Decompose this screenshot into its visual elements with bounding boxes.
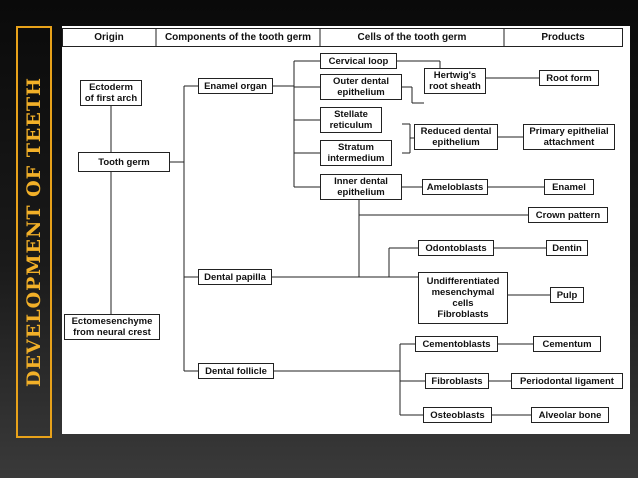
node-ectoderm: Ectoderm of first arch [80, 80, 142, 106]
header-origin: Origin [94, 32, 124, 43]
node-dentin: Dentin [546, 240, 588, 256]
node-dental-follicle: Dental follicle [198, 363, 274, 379]
node-periodontal-ligament: Periodontal ligament [511, 373, 623, 389]
node-enamel-organ: Enamel organ [198, 78, 273, 94]
node-ectomesenchyme: Ectomesenchyme from neural crest [64, 314, 160, 340]
node-stratum-intermedium: Stratum intermedium [320, 140, 392, 166]
node-pulp: Pulp [550, 287, 584, 303]
node-odontoblasts: Odontoblasts [418, 240, 494, 256]
node-fibroblasts: Fibroblasts [425, 373, 489, 389]
node-stellate-reticulum: Stellate reticulum [320, 107, 382, 133]
header-cells: Cells of the tooth germ [357, 32, 467, 43]
node-cervical-loop: Cervical loop [320, 53, 397, 69]
node-crown-pattern: Crown pattern [528, 207, 608, 223]
node-hertwigs-root-sheath: Hertwig's root sheath [424, 68, 486, 94]
connector-lines [62, 28, 623, 416]
node-tooth-germ: Tooth germ [78, 152, 170, 172]
node-root-form: Root form [539, 70, 599, 86]
side-title-frame: DEVELOPMENT OF TEETH [16, 26, 52, 438]
node-cementoblasts: Cementoblasts [415, 336, 498, 352]
node-inner-dental-epithelium: Inner dental epithelium [320, 174, 402, 200]
node-alveolar-bone: Alveolar bone [531, 407, 609, 423]
side-title: DEVELOPMENT OF TEETH [23, 77, 45, 387]
node-cementum: Cementum [533, 336, 601, 352]
node-primary-epithelial-attachment: Primary epithelial attachment [523, 124, 615, 150]
diagram-panel: Origin Components of the tooth germ Cell… [62, 26, 630, 434]
node-dental-papilla: Dental papilla [198, 269, 272, 285]
header-components: Components of the tooth germ [164, 32, 312, 43]
node-osteoblasts: Osteoblasts [423, 407, 492, 423]
node-reduced-dental-epithelium: Reduced dental epithelium [414, 124, 498, 150]
node-outer-dental-epithelium: Outer dental epithelium [320, 74, 402, 100]
node-ameloblasts: Ameloblasts [422, 179, 488, 195]
node-undifferentiated-cells: Undifferentiated mesenchymal cells Fibro… [418, 272, 508, 324]
node-enamel: Enamel [544, 179, 594, 195]
header-products: Products [541, 32, 585, 43]
